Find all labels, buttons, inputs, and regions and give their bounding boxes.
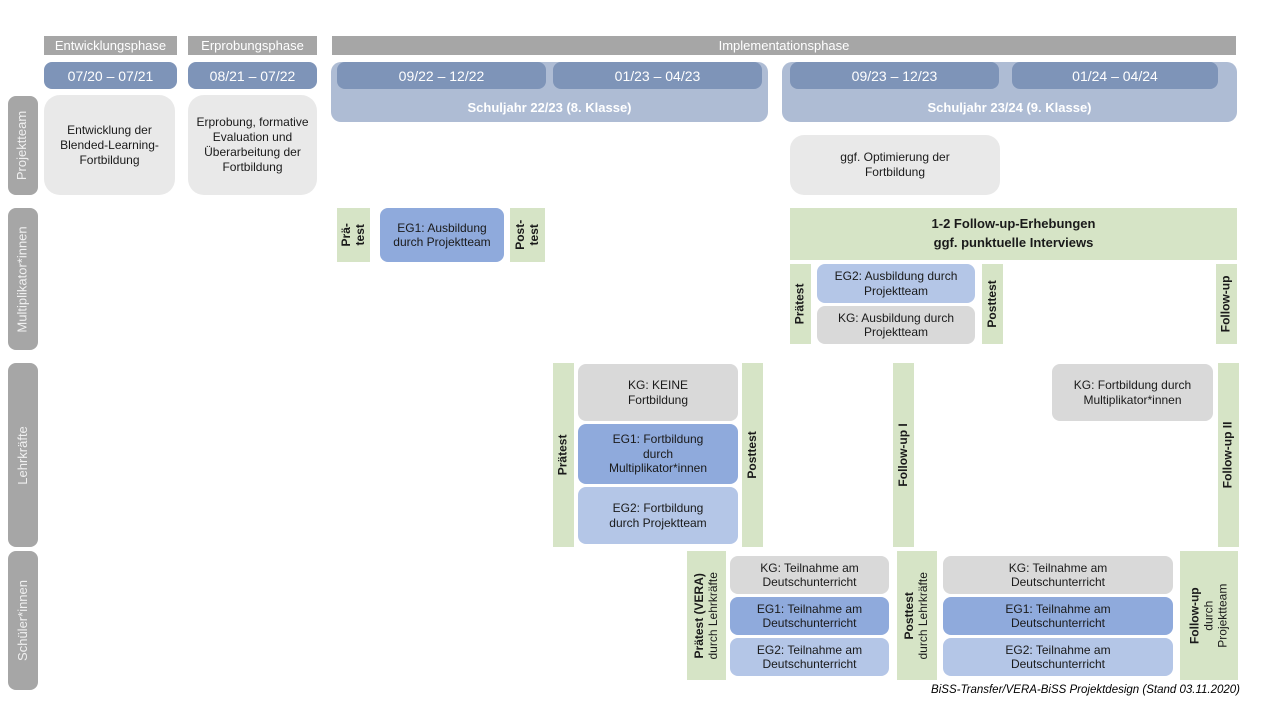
bar-praetest-multiplikatoren-1: Prä-test [337, 208, 370, 262]
bar-posttest-lehrkraefte-text: Posttest [744, 431, 759, 479]
bar-praetest-vera-schueler: Prätest (VERA)durch Lehrkräfte [687, 551, 726, 680]
box-optimierung-fortbildung: ggf. Optimierung der Fortbildung [790, 135, 1000, 195]
date-range-0720-0721: 07/20 – 07/21 [44, 62, 177, 89]
box-eg2-teilnahme-1: EG2: Teilnahme am Deutschunterricht [730, 638, 889, 676]
date-range-0821-0722: 08/21 – 07/22 [188, 62, 317, 89]
box-eg2-fortbildung-projektteam: EG2: Fortbildung durch Projektteam [578, 487, 738, 544]
phase-bar-implementationsphase: Implementationsphase [332, 36, 1236, 55]
box-eg1-teilnahme-1: EG1: Teilnahme am Deutschunterricht [730, 597, 889, 635]
bar-praetest-lehrkraefte-text: Prätest [555, 434, 570, 476]
bar-followup1-lehrkraefte-text: Follow-up I [895, 423, 910, 487]
box-kg-teilnahme-1: KG: Teilnahme am Deutschunterricht [730, 556, 889, 594]
bar-posttest-multiplikatoren-1: Post-test [510, 208, 545, 262]
phase-bar-erprobungsphase: Erprobungsphase [188, 36, 317, 55]
box-eg1-ausbildung-projektteam: EG1: Ausbildung durch Projektteam [380, 208, 504, 262]
date-range-0923-1223: 09/23 – 12/23 [790, 62, 999, 89]
bar-followup1-lehrkraefte: Follow-up I [893, 363, 914, 547]
bar-praetest-vera-schueler-text: Prätest (VERA)durch Lehrkräfte [691, 571, 720, 660]
row-label-lehrkraefte-text: Lehrkräfte [14, 425, 30, 485]
bar-praetest-multiplikatoren-1-text: Prä-test [338, 223, 367, 247]
date-range-0922-1222: 09/22 – 12/22 [337, 62, 546, 89]
box-eg2-ausbildung-projektteam: EG2: Ausbildung durch Projektteam [817, 264, 975, 303]
box-kg-ausbildung-projektteam: KG: Ausbildung durch Projektteam [817, 306, 975, 344]
row-label-projektteam: Projektteam [8, 96, 38, 195]
box-erprobung-evaluation: Erprobung, formative Evaluation und Über… [188, 95, 317, 195]
box-kg-teilnahme-2: KG: Teilnahme am Deutschunterricht [943, 556, 1173, 594]
box-eg1-fortbildung-multiplikatoren: EG1: Fortbildung durch Multiplikator*inn… [578, 424, 738, 484]
bar-followup2-lehrkraefte: Follow-up II [1218, 363, 1239, 547]
row-label-lehrkraefte: Lehrkräfte [8, 363, 38, 547]
row-label-schuelerinnen: Schüler*innen [8, 551, 38, 690]
bar-posttest-lehrkraefte: Posttest [742, 363, 763, 547]
row-label-multiplikatorinnen-text: Multiplikator*innen [14, 225, 30, 333]
row-label-multiplikatorinnen: Multiplikator*innen [8, 208, 38, 350]
box-kg-fortbildung-multiplikatoren: KG: Fortbildung durch Multiplikator*inne… [1052, 364, 1213, 421]
bar-followup-multiplikatoren: Follow-up [1216, 264, 1237, 344]
diagram-caption: BiSS-Transfer/VERA-BiSS Projektdesign (S… [931, 684, 1240, 696]
box-eg2-teilnahme-2: EG2: Teilnahme am Deutschunterricht [943, 638, 1173, 676]
bar-followup2-lehrkraefte-text: Follow-up II [1220, 421, 1235, 489]
bar-followup-multiplikatoren-text: Follow-up [1218, 275, 1233, 333]
date-range-0123-0423: 01/23 – 04/23 [553, 62, 762, 89]
bar-posttest-multiplikatoren-1-text: Post-test [512, 220, 541, 250]
bar-praetest-multiplikatoren-2: Prätest [790, 264, 811, 344]
phase-bar-entwicklungsphase: Entwicklungsphase [44, 36, 177, 55]
box-eg1-teilnahme-2: EG1: Teilnahme am Deutschunterricht [943, 597, 1173, 635]
row-label-schuelerinnen-text: Schüler*innen [14, 580, 30, 661]
bar-posttest-multiplikatoren-2-text: Posttest [984, 280, 999, 328]
box-kg-keine-fortbildung: KG: KEINE Fortbildung [578, 364, 738, 421]
bar-praetest-lehrkraefte: Prätest [553, 363, 574, 547]
bar-praetest-multiplikatoren-2-text: Prätest [792, 283, 807, 325]
date-range-0124-0424: 01/24 – 04/24 [1012, 62, 1218, 89]
bar-posttest-multiplikatoren-2: Posttest [982, 264, 1003, 344]
box-entwicklung-fortbildung: Entwicklung der Blended-Learning-Fortbil… [44, 95, 175, 195]
row-label-projektteam-text: Projektteam [14, 110, 30, 181]
